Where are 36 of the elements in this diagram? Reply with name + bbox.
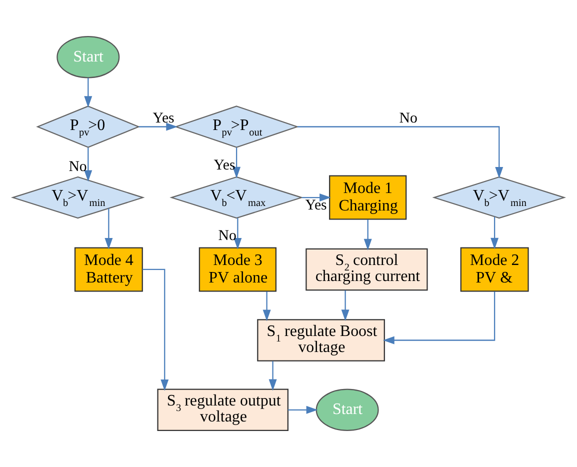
edge-label: No bbox=[68, 159, 87, 176]
node-diamond: P$_{pv}$>0 bbox=[36, 106, 140, 148]
node-box: Mode 1 Charging bbox=[329, 175, 407, 220]
node-box: S$_{2}$ control charging current bbox=[306, 248, 428, 291]
arrow bbox=[262, 291, 271, 322]
arrow bbox=[232, 148, 241, 178]
node-diamond: P$_{pv}$>P$_{out}$ bbox=[174, 106, 299, 148]
edge-label: No bbox=[399, 110, 418, 127]
arrow bbox=[297, 126, 504, 178]
arrow bbox=[268, 361, 277, 391]
arrow bbox=[138, 122, 178, 131]
node-box: S$_{3}$ regulate output voltage bbox=[157, 388, 288, 431]
edge-label: Yes bbox=[305, 197, 327, 214]
arrow bbox=[364, 220, 372, 250]
arrow bbox=[142, 268, 169, 391]
node-diamond: V$_{b}$<V$_{max}$ bbox=[170, 176, 304, 219]
arrow bbox=[104, 208, 113, 250]
edge-label: Yes bbox=[214, 157, 236, 174]
node-box: Mode 2 PV & bbox=[460, 247, 529, 292]
arrow bbox=[288, 406, 318, 414]
edge-label: Yes bbox=[152, 110, 174, 127]
node-box: S$_{1}$ regulate Boost voltage bbox=[257, 319, 385, 362]
arrow bbox=[490, 216, 499, 250]
node-box: Mode 4 Battery bbox=[74, 247, 143, 292]
arrow bbox=[84, 148, 92, 182]
node-diamond: V$_{b}$>V$_{min}$ bbox=[432, 176, 566, 219]
node-ellipse: Start bbox=[316, 388, 379, 431]
node-ellipse: Start bbox=[56, 36, 120, 78]
edge-label: No bbox=[218, 228, 236, 244]
arrow bbox=[302, 194, 331, 202]
arrow bbox=[84, 78, 92, 108]
node-box: Mode 3 PV alone bbox=[198, 247, 276, 292]
arrow bbox=[341, 290, 350, 322]
arrow bbox=[234, 218, 242, 250]
arrow bbox=[382, 291, 496, 344]
node-diamond: V$_{b}$>V$_{min}$ bbox=[10, 176, 145, 219]
